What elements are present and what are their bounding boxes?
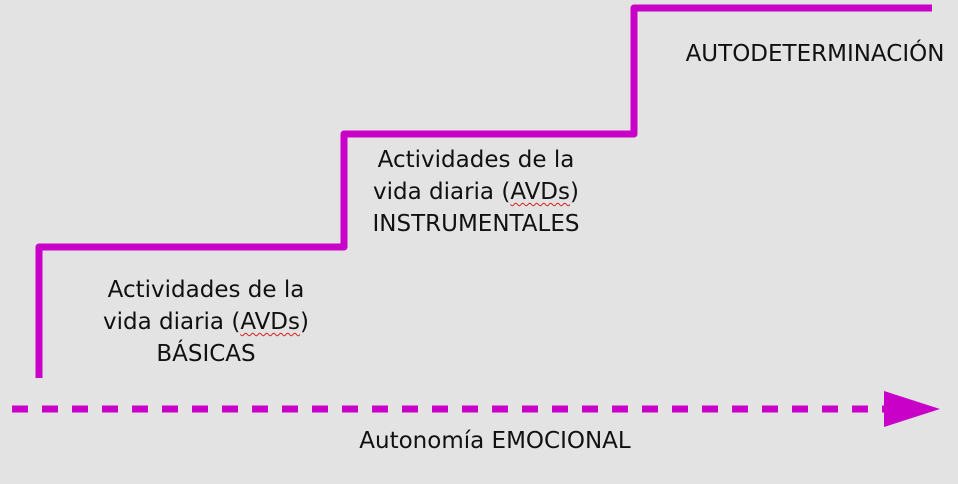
step-instrumental-line-2: vida diaria (AVDs): [345, 176, 607, 208]
step-basic-line-3: BÁSICAS: [156, 341, 256, 367]
step-basic-label: Actividades de la vida diaria (AVDs) BÁS…: [62, 274, 350, 370]
step-autodetermination-label: AUTODETERMINACIÓN: [675, 38, 955, 70]
step-instrumental-line-2-start: vida diaria (: [372, 179, 511, 205]
spellcheck-marked-word: AVDs: [240, 309, 301, 335]
step-instrumental-line-3: INSTRUMENTALES: [372, 211, 580, 237]
staircase-line: [35, 4, 932, 378]
step-autodetermination-line-1: AUTODETERMINACIÓN: [685, 41, 945, 67]
step-basic-line-2-start: vida diaria (: [102, 309, 241, 335]
arrow-head-icon: [884, 391, 940, 427]
autonomy-axis-label: Autonomía EMOCIONAL: [359, 428, 631, 454]
step-instrumental-line-2-end: ): [570, 179, 579, 205]
step-instrumental-label: Actividades de la vida diaria (AVDs) INS…: [345, 144, 607, 240]
step-basic-line-1: Actividades de la: [107, 277, 305, 303]
spellcheck-marked-word: AVDs: [510, 179, 571, 205]
step-basic-line-2-end: ): [300, 309, 309, 335]
step-instrumental-line-1: Actividades de la: [377, 147, 575, 173]
step-basic-line-2: vida diaria (AVDs): [62, 306, 350, 338]
